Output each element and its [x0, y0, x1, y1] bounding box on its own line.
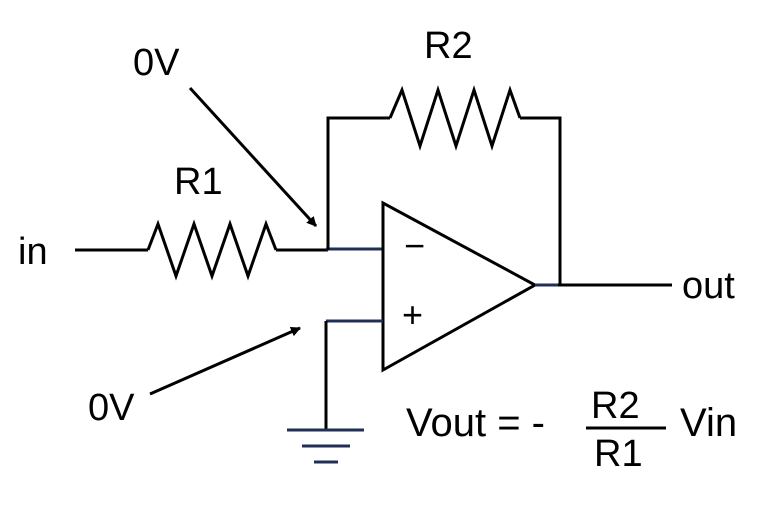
arrow-to-noninverting-node [149, 326, 301, 396]
minus-sign: − [404, 225, 425, 266]
plus-sign: + [402, 294, 423, 335]
noninverting-node-voltage-label: 0V [88, 387, 135, 429]
r2-label: R2 [424, 25, 473, 67]
opamp-symbol [381, 200, 539, 373]
formula-rhs: Vin [680, 401, 737, 445]
output-label: out [682, 265, 735, 307]
inverting-node-voltage-label: 0V [133, 42, 180, 84]
r1-label: R1 [174, 161, 223, 203]
feedback-right-wire [520, 116, 562, 285]
input-label: in [18, 231, 48, 273]
formula-denominator: R1 [594, 433, 643, 475]
formula-lhs: Vout = - [406, 401, 545, 445]
gain-formula: Vout = - R2 R1 Vin [406, 385, 737, 475]
arrow-to-inverting-node [188, 86, 318, 228]
resistor-r2 [388, 85, 522, 151]
ground-icon [287, 428, 364, 464]
formula-numerator: R2 [591, 385, 640, 427]
feedback-left-wire [326, 116, 390, 250]
resistor-r1 [146, 219, 278, 281]
